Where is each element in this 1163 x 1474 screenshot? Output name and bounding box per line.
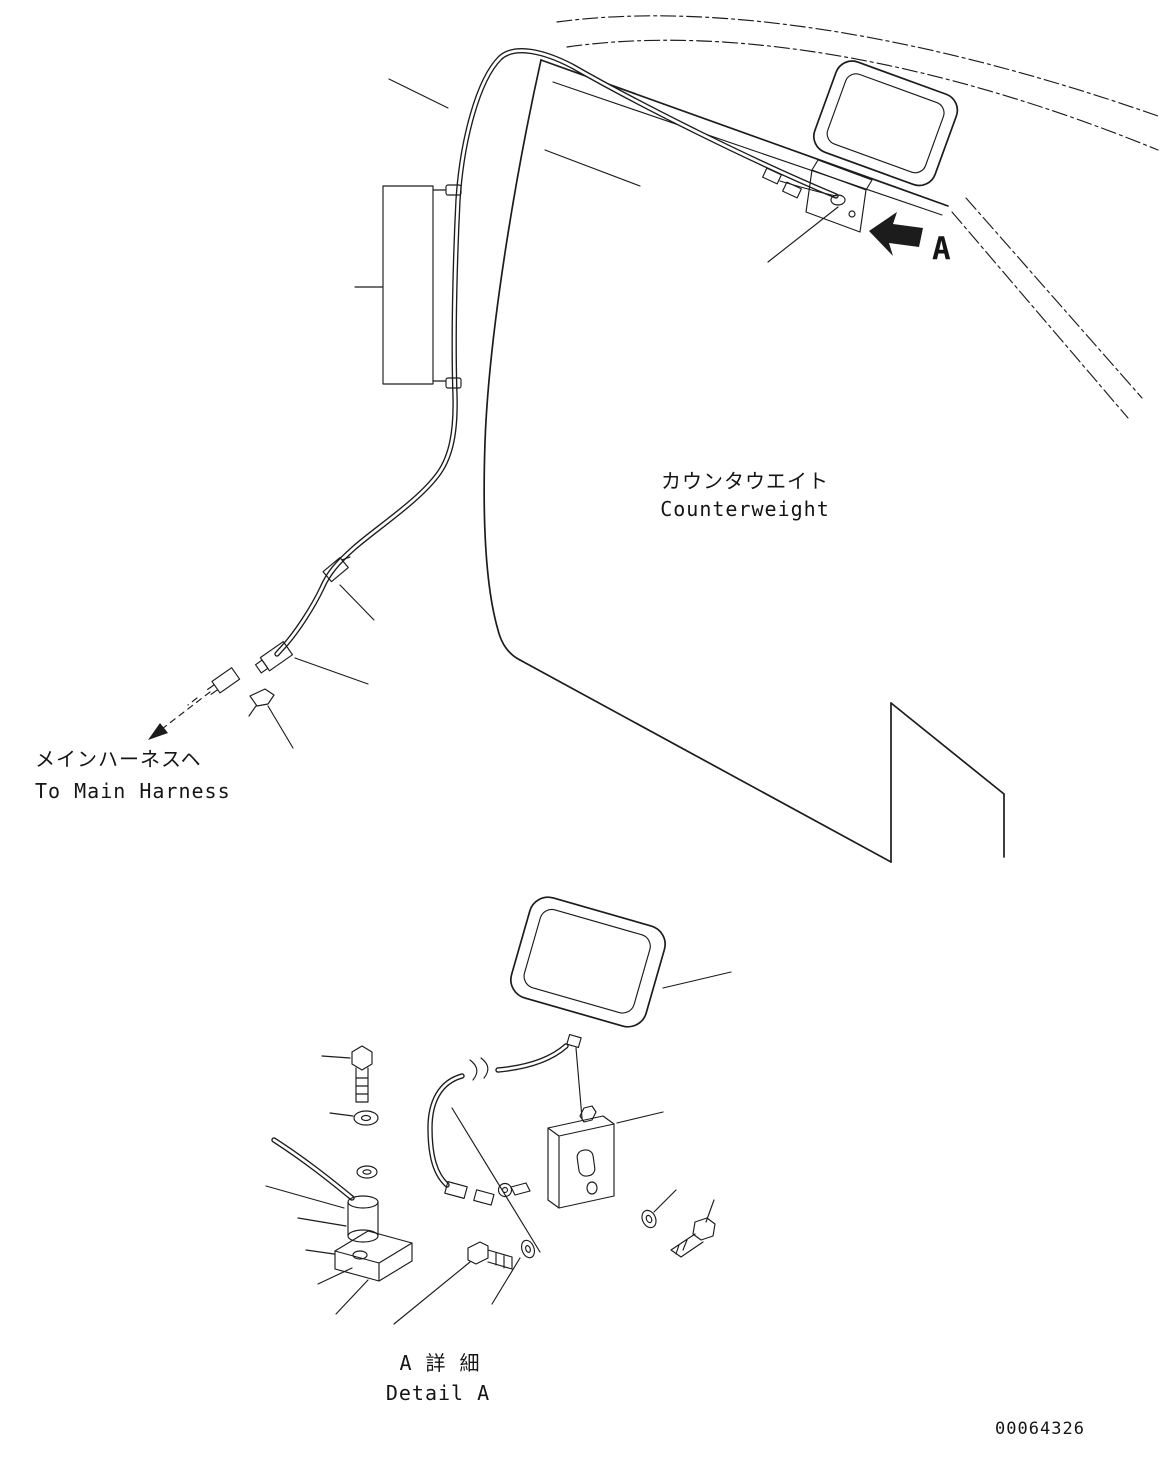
- phantom-body-lines: [556, 15, 1159, 419]
- mounting-bolt: [351, 1045, 373, 1103]
- washer: [353, 1110, 379, 1126]
- terminal-lug: [497, 1182, 531, 1198]
- to-main-harness-label-jp: メインハーネスヘ: [35, 747, 202, 771]
- to-main-harness-arrow: [148, 691, 211, 740]
- angle-bracket-left: [334, 1230, 413, 1282]
- lamp-bracket: [762, 159, 873, 233]
- harness-connector: [187, 641, 294, 706]
- detail-wire: [271, 1043, 569, 1206]
- view-arrow-a: [869, 212, 923, 256]
- drawing-number: 00064326: [995, 1419, 1085, 1439]
- counterweight-label-jp: カウンタウエイト: [661, 469, 829, 493]
- to-main-harness-label-en: To Main Harness: [35, 779, 231, 803]
- view-arrow-label: A: [932, 231, 951, 267]
- wire-clamp: [347, 1195, 379, 1243]
- work-lamp: [812, 60, 959, 187]
- cable-tie: [322, 556, 351, 583]
- detail-a-label-jp: A 詳 細: [399, 1351, 480, 1375]
- lamp-mount-bracket: [547, 1105, 615, 1209]
- detail-lamp-stud: [566, 1033, 583, 1119]
- detail-lamp: [510, 896, 666, 1028]
- leader-lines-upper: [267, 78, 839, 749]
- lock-washer: [356, 1165, 378, 1179]
- washer-right: [641, 1209, 657, 1229]
- wiring-clip: [248, 688, 275, 717]
- bolt-horizontal: [467, 1241, 513, 1270]
- detail-a-label-en: Detail A: [386, 1381, 490, 1405]
- harness-wire: [274, 48, 839, 657]
- bolt-right: [670, 1217, 716, 1258]
- counterweight-label-en: Counterweight: [660, 497, 830, 521]
- washer-small: [521, 1239, 535, 1259]
- leader-lines-detail: [265, 971, 732, 1325]
- harness-clip-plate: [382, 184, 462, 389]
- counterweight-outline: [483, 59, 1005, 863]
